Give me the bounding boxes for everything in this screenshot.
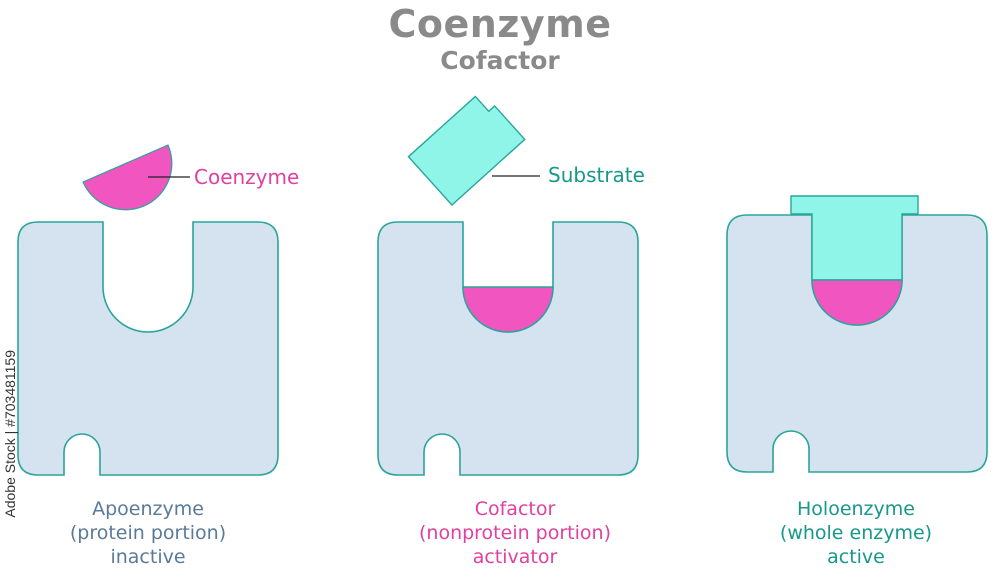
holoenzyme-caption: Holoenzyme (whole enzyme) active [706,497,1000,569]
cofactor-caption: Cofactor (nonprotein portion) activator [365,497,665,569]
substrate-tilted [407,95,526,206]
holoenzyme-title: Holoenzyme [797,498,915,520]
apoenzyme-shape [17,221,279,476]
cofactor-title: Cofactor [474,498,556,520]
coenzyme-half-disc [82,144,173,211]
cofactor-enzyme-shape [377,221,639,476]
holoenzyme-state: active [827,546,885,568]
holoenzyme-cofactor [811,279,903,326]
apoenzyme-title: Apoenzyme [92,498,204,520]
substrate-label: Substrate [548,163,645,187]
apoenzyme-description: (protein portion) [69,522,227,544]
cofactor-state: activator [472,546,558,568]
page-title: Coenzyme [388,2,612,46]
coenzyme-label: Coenzyme [194,165,300,189]
cofactor-description: (nonprotein portion) [418,522,611,544]
holoenzyme-description: (whole enzyme) [779,522,933,544]
bound-cofactor [462,286,554,333]
stock-watermark: Adobe Stock | #703481159 [2,350,18,518]
apoenzyme-state: inactive [110,546,186,568]
apoenzyme-caption: Apoenzyme (protein portion) inactive [0,497,298,569]
page-subtitle: Cofactor [440,46,560,75]
